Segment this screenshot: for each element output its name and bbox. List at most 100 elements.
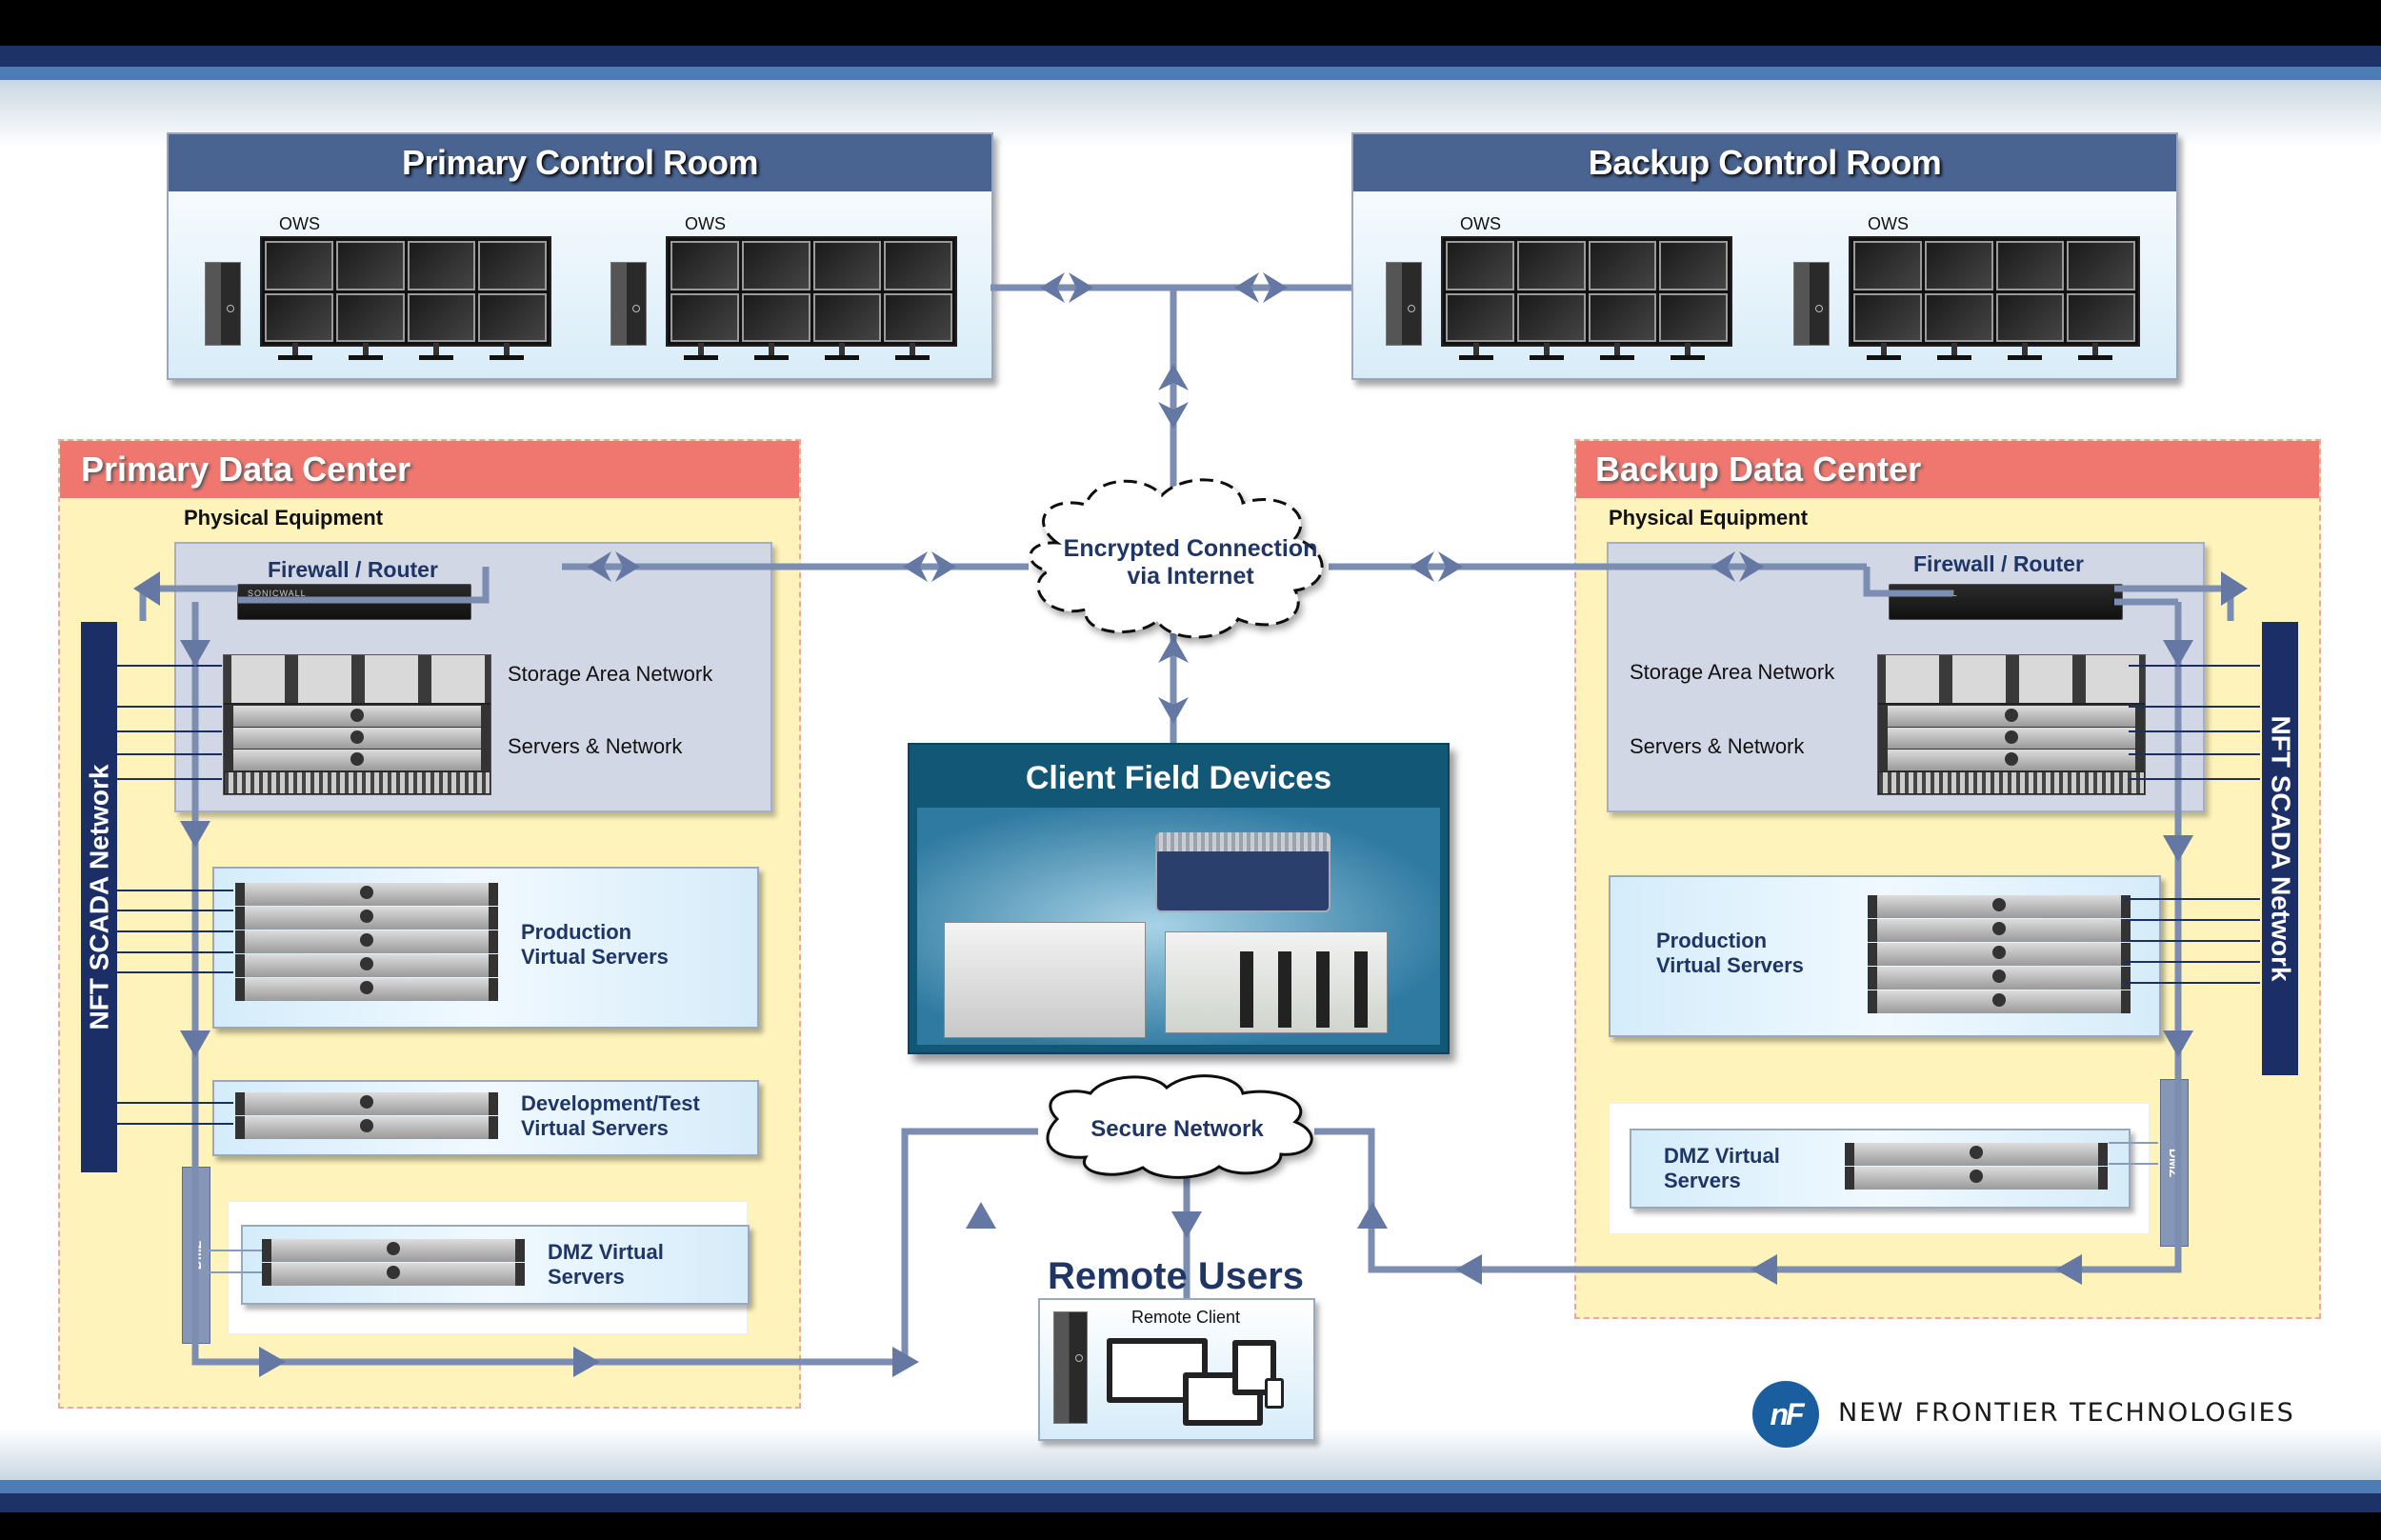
monitor-icon xyxy=(1853,241,1922,290)
bidirectional-arrow-icon xyxy=(1158,364,1189,429)
server-icon xyxy=(1845,1167,2108,1190)
devtest-virtual-servers-panel: Development/Test Virtual Servers xyxy=(212,1080,759,1156)
scada-network-bar: NFT SCADA Network xyxy=(2262,622,2298,1075)
bidirectional-arrow-icon xyxy=(1234,272,1288,303)
arrow-down-icon xyxy=(1171,1211,1202,1238)
physical-equipment-panel: Firewall / Router SONICWALL Storage Area… xyxy=(174,542,772,812)
monitor-icon xyxy=(1853,292,1922,342)
network-switch-icon xyxy=(1878,771,2145,794)
ows-label: OWS xyxy=(685,214,726,233)
network-switch-icon xyxy=(224,771,490,794)
arrow-down-icon xyxy=(2163,1030,2193,1057)
monitor-icon xyxy=(1995,292,2065,342)
phone-icon xyxy=(1265,1378,1284,1409)
remote-users-title: Remote Users xyxy=(1048,1255,1305,1297)
workstation-tower-icon xyxy=(1793,262,1830,346)
firewall-router-label: Firewall / Router xyxy=(268,557,438,582)
server-icon xyxy=(1845,1143,2108,1166)
server-icon xyxy=(1878,706,2145,727)
monitor-icon xyxy=(1516,292,1586,342)
label-line: Development/Test xyxy=(521,1091,700,1115)
monitor-stands xyxy=(666,343,948,362)
arrow-down-icon xyxy=(2163,835,2193,862)
backup-control-room-title: Backup Control Room xyxy=(1353,134,2176,191)
workstation-tower-icon xyxy=(205,262,241,346)
server-icon xyxy=(262,1263,525,1286)
modular-controller-icon xyxy=(1165,931,1388,1033)
server-icon xyxy=(1868,990,2131,1013)
monitor-icon xyxy=(1924,292,1993,342)
monitor-icon xyxy=(1995,241,2065,290)
server-icon xyxy=(1868,943,2131,966)
server-icon xyxy=(1868,895,2131,918)
production-virtual-servers-label: Production Virtual Servers xyxy=(1656,929,1804,978)
secure-network-label: Secure Network xyxy=(1090,1116,1264,1142)
bidirectional-arrow-icon xyxy=(1711,551,1764,582)
field-devices-image xyxy=(917,808,1440,1045)
label-line: Virtual Servers xyxy=(521,945,669,969)
top-blue-band xyxy=(0,67,2381,80)
primary-data-center: Primary Data Center Physical Equipment F… xyxy=(58,439,801,1409)
label-line: Production xyxy=(521,920,632,944)
ows-label: OWS xyxy=(279,214,320,233)
monitor-icon xyxy=(741,241,810,290)
arrow-down-icon xyxy=(180,1030,210,1057)
internet-cloud-icon xyxy=(1029,478,1324,639)
monitor-icon xyxy=(884,241,952,290)
server-icon xyxy=(235,1116,498,1139)
monitor-icon xyxy=(812,292,882,342)
physical-equipment-label: Physical Equipment xyxy=(184,506,384,530)
client-field-devices-panel: Client Field Devices xyxy=(908,743,1450,1054)
arrow-left-icon xyxy=(1455,1254,1482,1285)
server-icon xyxy=(262,1239,525,1262)
storage-array-icon xyxy=(224,655,490,705)
bidirectional-arrow-icon xyxy=(587,551,640,582)
logo-mark-icon: nF xyxy=(1752,1381,1819,1448)
bottom-black-band xyxy=(0,1512,2381,1540)
dmz-virtual-servers-panel: DMZ Virtual Servers xyxy=(1630,1129,2131,1209)
monitor-icon xyxy=(265,241,333,290)
desktop-monitor-icon xyxy=(1107,1338,1208,1403)
label-line: Servers xyxy=(548,1265,625,1289)
server-icon xyxy=(235,954,498,977)
monitor-wall xyxy=(1849,236,2140,347)
server-icon xyxy=(235,978,498,1001)
arrow-right-icon xyxy=(892,1347,919,1377)
backup-control-room: Backup Control Room OWS OWS xyxy=(1351,132,2178,380)
monitor-icon xyxy=(1924,241,1993,290)
server-stack xyxy=(235,882,498,1002)
monitor-icon xyxy=(2067,292,2135,342)
production-virtual-servers-label: Production Virtual Servers xyxy=(521,920,669,970)
bidirectional-arrow-icon xyxy=(1410,551,1463,582)
label-line: DMZ Virtual xyxy=(548,1240,664,1264)
server-icon xyxy=(235,907,498,930)
label-line: via Internet xyxy=(1127,563,1254,590)
arrows xyxy=(133,272,2248,1377)
bidirectional-arrow-icon xyxy=(903,551,956,582)
arrow-left-icon xyxy=(2055,1254,2082,1285)
server-icon xyxy=(224,706,490,727)
primary-data-center-title: Primary Data Center xyxy=(60,441,799,498)
monitor-icon xyxy=(1588,241,1657,290)
arrow-right-icon xyxy=(573,1347,600,1377)
servers-network-label: Servers & Network xyxy=(1630,734,1805,758)
monitor-icon xyxy=(335,292,405,342)
label-line: DMZ Virtual xyxy=(1664,1144,1780,1168)
firewall-router-label: Firewall / Router xyxy=(1913,551,2084,576)
arrow-down-icon xyxy=(180,640,210,667)
monitor-icon xyxy=(2067,241,2135,290)
server-icon xyxy=(224,750,490,770)
monitor-icon xyxy=(1659,292,1728,342)
storage-array-icon xyxy=(1878,655,2145,705)
label-line: Servers xyxy=(1664,1169,1741,1192)
server-rack xyxy=(223,654,491,795)
arrow-up-icon xyxy=(966,1202,996,1229)
bottom-blue-band xyxy=(0,1480,2381,1493)
backup-data-center-title-text: Backup Data Center xyxy=(1595,450,1922,489)
monitor-wall xyxy=(260,236,551,347)
physical-equipment-panel: Firewall / Router SONICWALL Storage Area… xyxy=(1607,542,2205,812)
server-icon xyxy=(235,1092,498,1115)
arrow-down-icon xyxy=(2163,640,2193,667)
monitor-icon xyxy=(1588,292,1657,342)
